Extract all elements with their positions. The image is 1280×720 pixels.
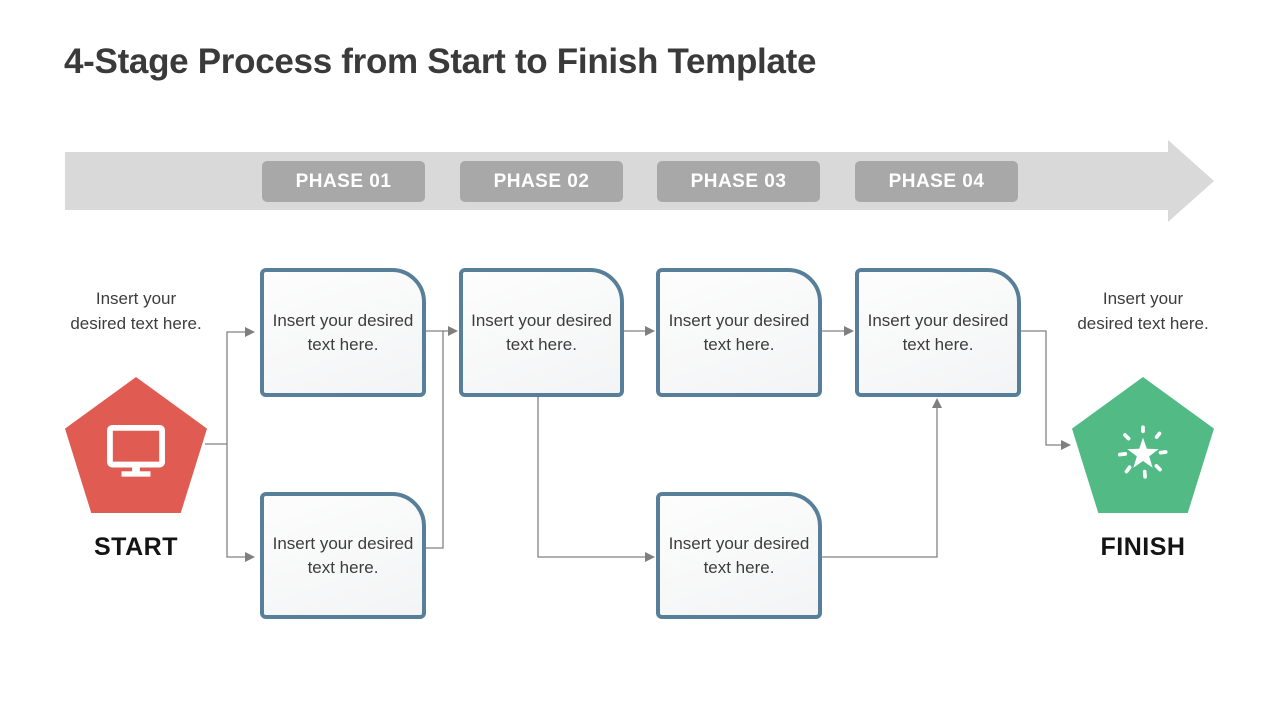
- finish-pentagon[interactable]: [1072, 377, 1214, 513]
- starburst-icon: [1117, 425, 1168, 479]
- monitor-icon: [107, 424, 165, 477]
- process-box-text: Insert your desired text here.: [867, 310, 1009, 354]
- timeline-banner-arrowhead-icon: [1168, 140, 1214, 222]
- start-pentagon[interactable]: [65, 377, 207, 513]
- process-box-phase3-bottom[interactable]: Insert your desired text here.: [656, 492, 822, 619]
- process-box-text: Insert your desired text here.: [272, 310, 414, 354]
- phase-chip-3-label: PHASE 03: [690, 170, 787, 192]
- phase-chip-4-label: PHASE 04: [888, 170, 985, 192]
- phase-chip-1: PHASE 01: [262, 161, 425, 202]
- process-box-text: Insert your desired text here.: [668, 310, 810, 354]
- start-note-text: Insert your desired text here.: [70, 289, 202, 333]
- process-box-text: Insert your desired text here.: [272, 533, 414, 577]
- page-title: 4-Stage Process from Start to Finish Tem…: [64, 42, 817, 81]
- process-box-phase1-bottom[interactable]: Insert your desired text here.: [260, 492, 426, 619]
- phase-chip-3: PHASE 03: [657, 161, 820, 202]
- finish-note-text: Insert your desired text here.: [1077, 289, 1209, 333]
- phase-chip-4: PHASE 04: [855, 161, 1018, 202]
- process-box-phase4-top[interactable]: Insert your desired text here.: [855, 268, 1021, 397]
- process-box-text: Insert your desired text here.: [668, 533, 810, 577]
- phase-chip-2-label: PHASE 02: [493, 170, 590, 192]
- phase-chip-1-label: PHASE 01: [295, 170, 392, 192]
- process-box-phase1-top[interactable]: Insert your desired text here.: [260, 268, 426, 397]
- start-label: START: [94, 533, 178, 561]
- process-box-phase3-top[interactable]: Insert your desired text here.: [656, 268, 822, 397]
- process-box-phase2-top[interactable]: Insert your desired text here.: [459, 268, 624, 397]
- process-box-text: Insert your desired text here.: [471, 310, 612, 354]
- phase-chip-2: PHASE 02: [460, 161, 623, 202]
- finish-label: FINISH: [1100, 533, 1186, 561]
